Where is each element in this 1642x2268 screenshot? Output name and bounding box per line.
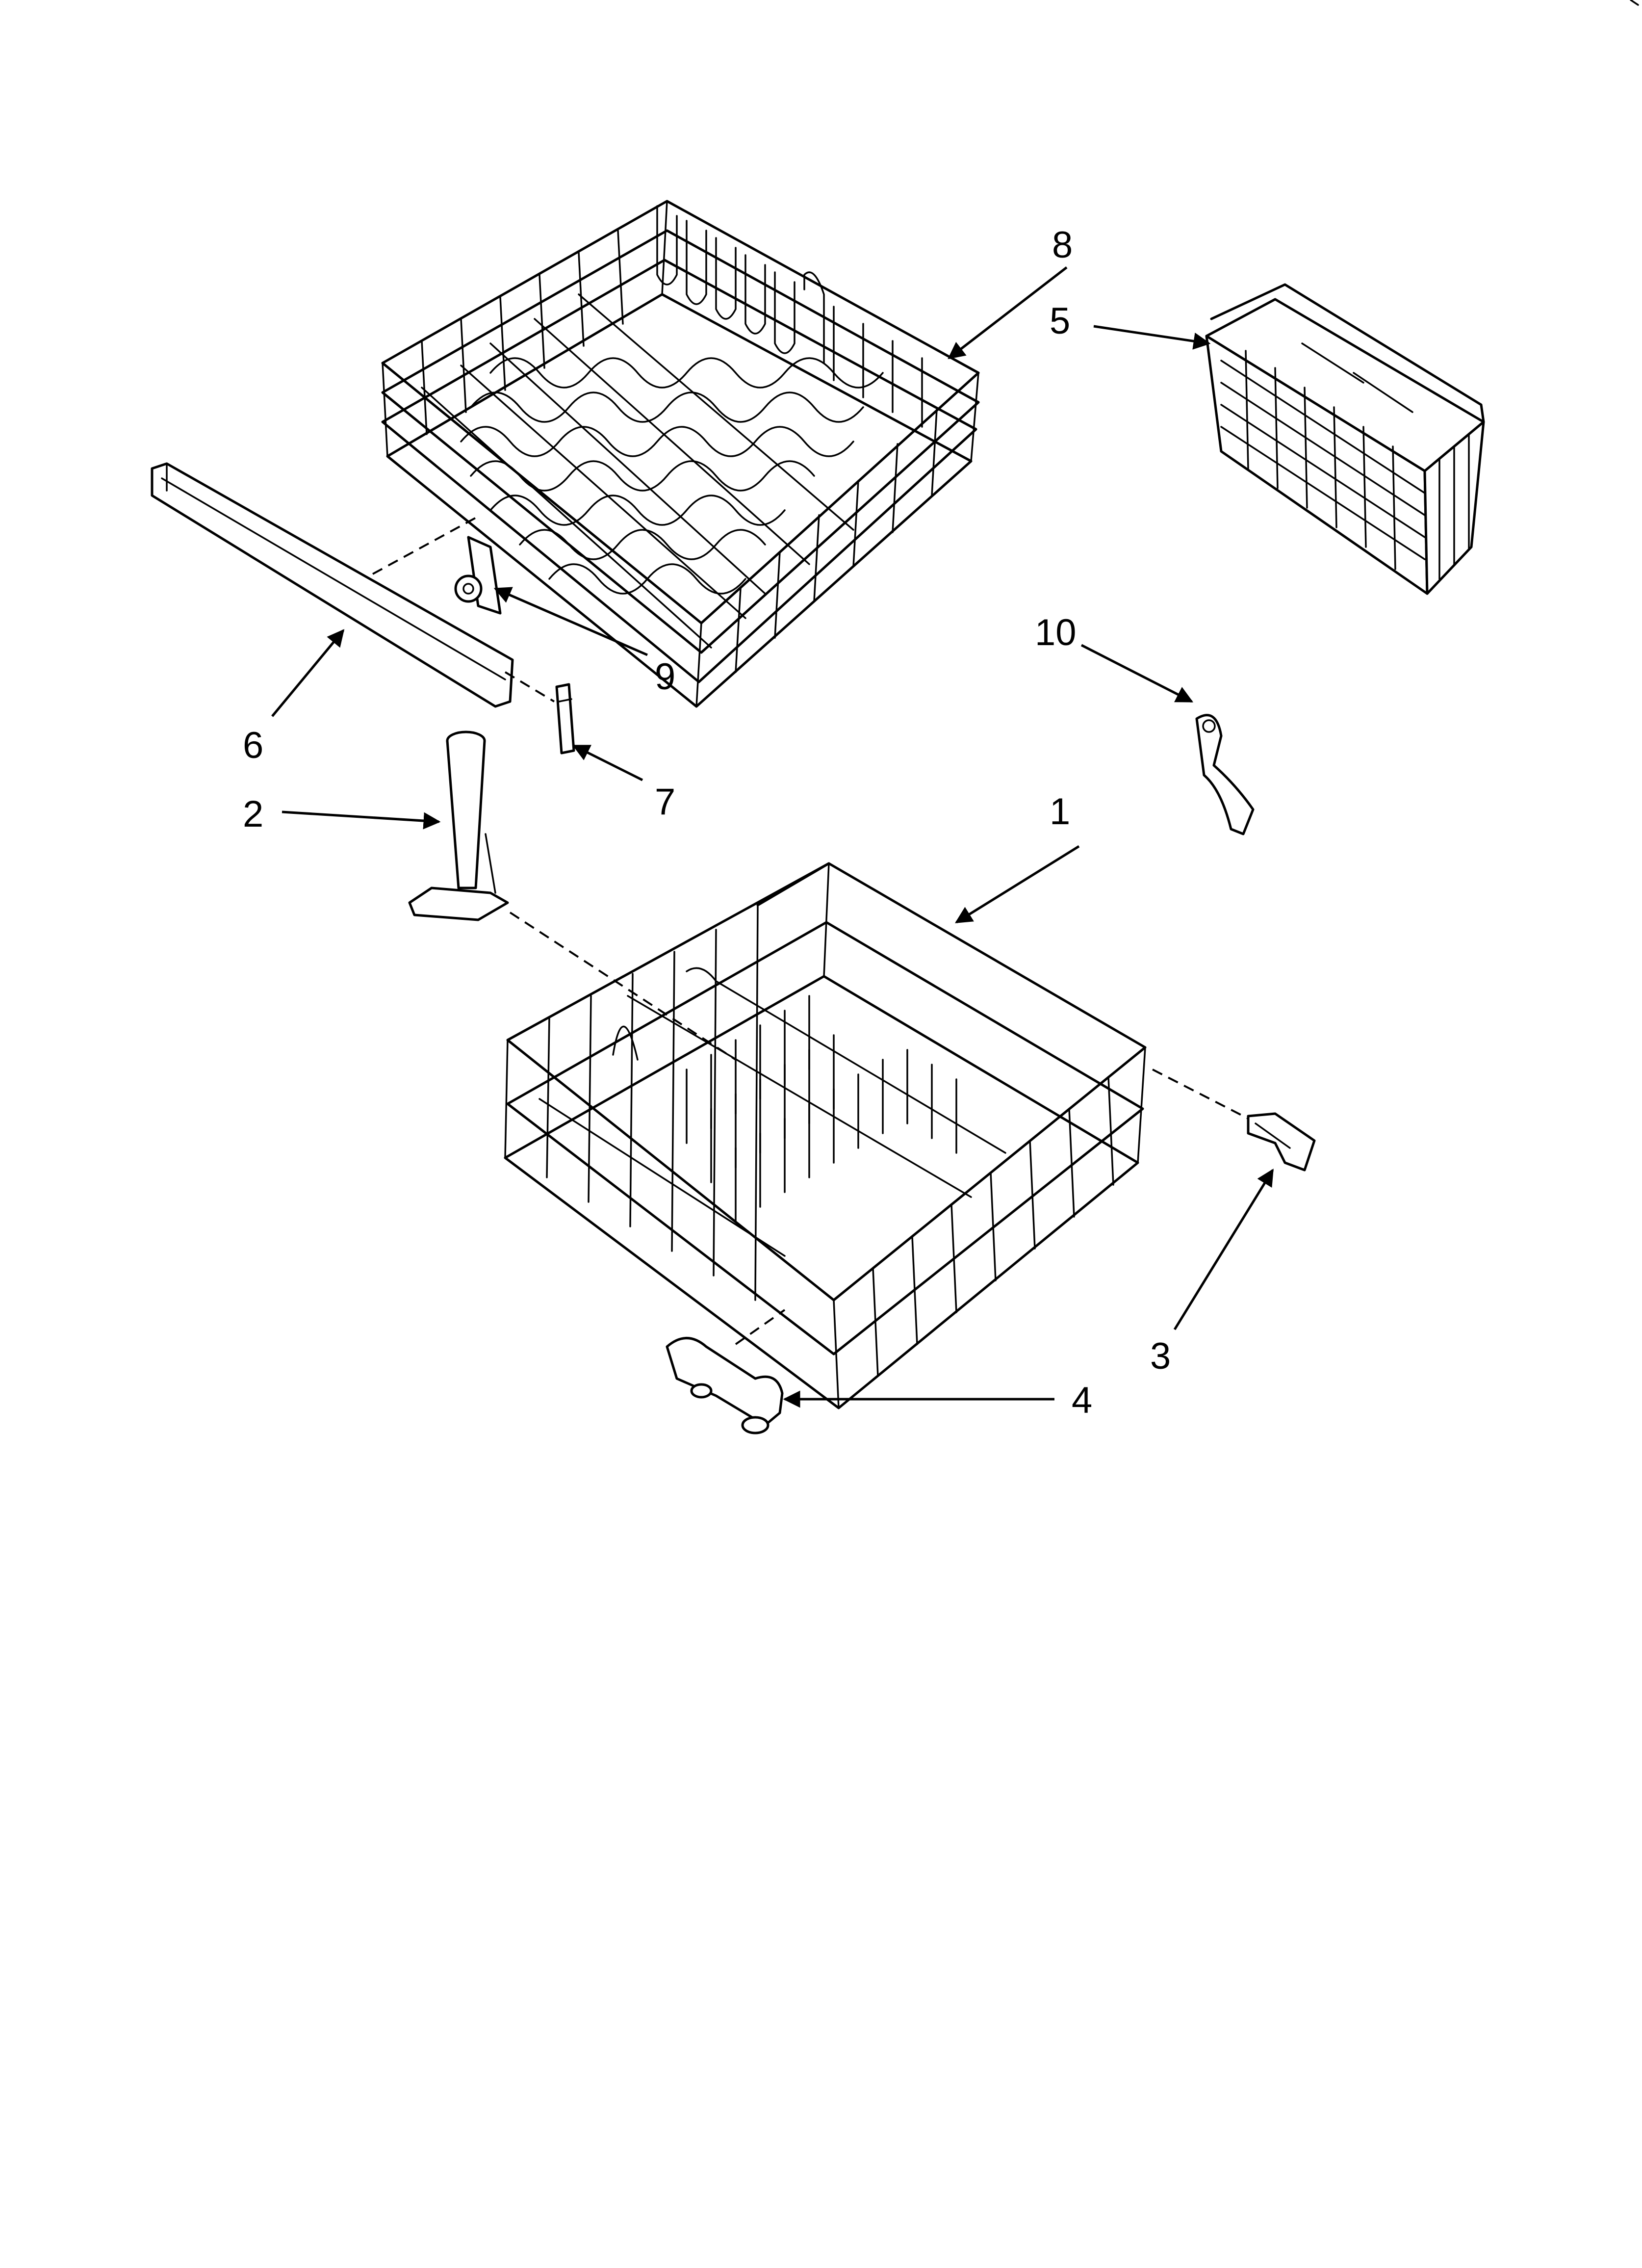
spray-tube [408, 730, 509, 921]
callout-5: 5 [1050, 300, 1070, 342]
callout-2: 2 [243, 793, 263, 835]
rack-stop [1247, 1112, 1316, 1172]
callout-3: 3 [1150, 1335, 1171, 1377]
corner-mark [1630, 0, 1639, 6]
lower-rack [504, 862, 1147, 1409]
roller [666, 1337, 784, 1434]
track [151, 462, 514, 708]
callout-4: 4 [1072, 1380, 1092, 1421]
track-stop [555, 683, 575, 755]
callout-10: 10 [1035, 612, 1077, 653]
callout-6: 6 [243, 725, 263, 766]
upper-rack-roller-assembly [454, 536, 502, 615]
callout-1: 1 [1050, 791, 1070, 833]
silverware-basket [1205, 283, 1485, 595]
upper-rack [381, 200, 980, 708]
clip [1195, 714, 1255, 835]
callout-9: 9 [655, 656, 675, 698]
callout-8: 8 [1052, 224, 1073, 266]
callout-7: 7 [655, 781, 675, 823]
